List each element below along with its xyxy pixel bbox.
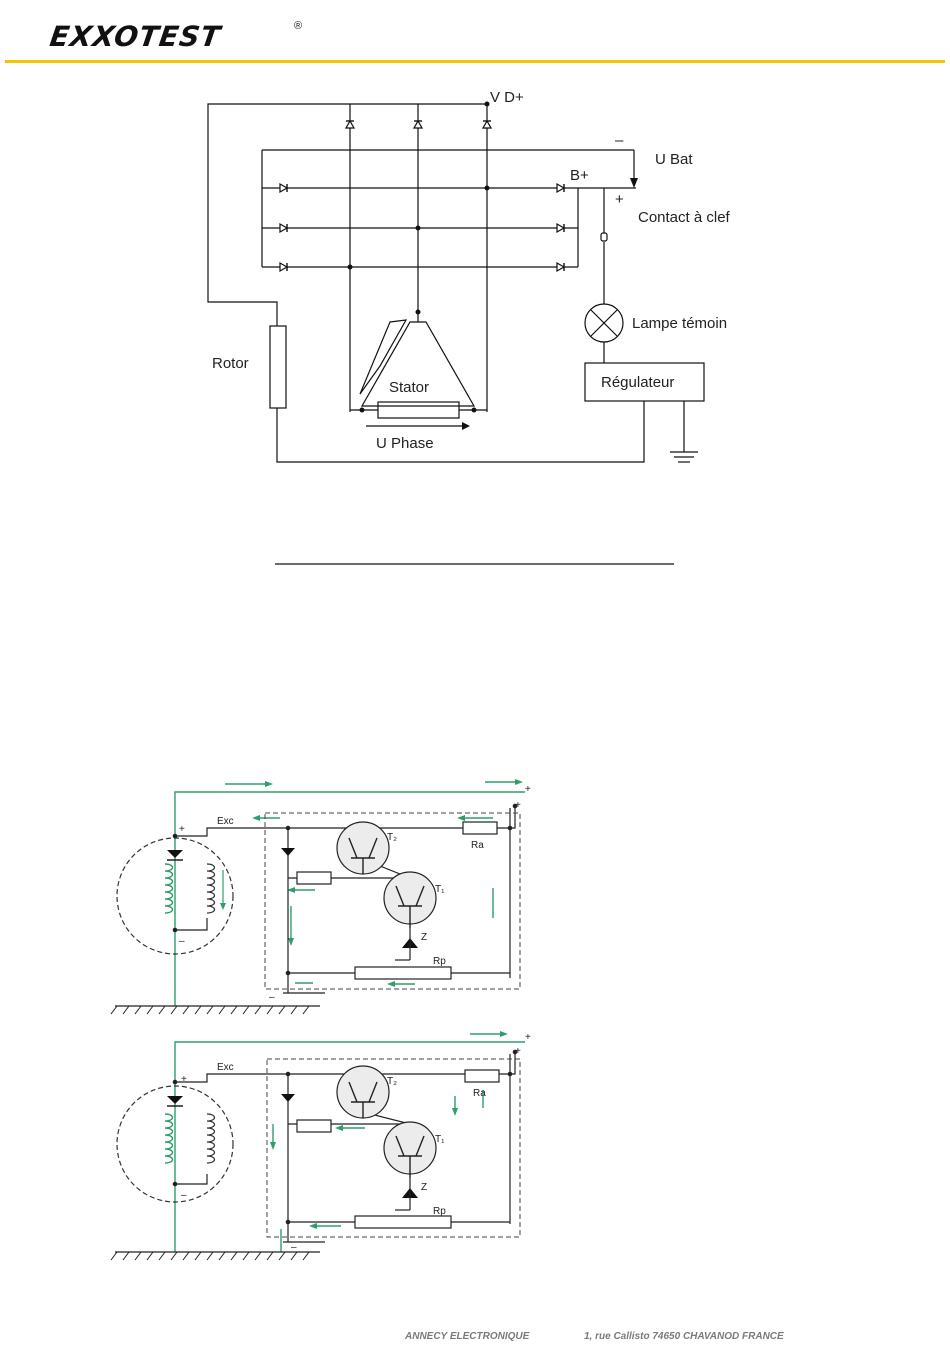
reg1-label-t2: T₂ xyxy=(387,832,397,843)
reg1-label-minus: – xyxy=(179,936,185,947)
reg1-label-ra: Ra xyxy=(471,840,484,851)
reg2-label-plus-inner: + xyxy=(515,1046,521,1057)
reg2-label-plus-top: + xyxy=(525,1032,531,1043)
reg2-label-ra: Ra xyxy=(473,1088,486,1099)
regulator-diagram-1: + + + – – Exc T₂ T₁ Z Ra Rp xyxy=(105,778,545,1018)
reg2-label-minus: – xyxy=(181,1190,187,1201)
reg2-label-minus-bottom: – xyxy=(291,1242,297,1253)
reg1-label-minus-bottom: – xyxy=(269,992,275,1003)
label-rotor: Rotor xyxy=(212,355,249,372)
reg2-label-plus: + xyxy=(181,1074,187,1085)
alternator-diagram: V D+ – U Bat B+ + Contact à clef Lampe t… xyxy=(0,0,950,600)
footer-company: ANNECY ELECTRONIQUE xyxy=(405,1331,529,1342)
reg1-label-exc: Exc xyxy=(217,816,234,827)
reg1-label-rp: Rp xyxy=(433,956,446,967)
label-minus: – xyxy=(615,132,624,149)
footer-address: 1, rue Callisto 74650 CHAVANOD FRANCE xyxy=(584,1331,784,1342)
label-lamp: Lampe témoin xyxy=(632,315,727,332)
reg2-label-z: Z xyxy=(421,1182,427,1193)
reg2-label-exc: Exc xyxy=(217,1062,234,1073)
reg1-label-z: Z xyxy=(421,932,427,943)
label-u-bat: U Bat xyxy=(655,151,693,168)
label-b-plus: B+ xyxy=(570,167,589,184)
label-stator: Stator xyxy=(389,379,429,396)
reg2-label-t1: T₁ xyxy=(435,1134,445,1145)
label-u-phase: U Phase xyxy=(376,435,434,452)
reg1-label-plus-inner: + xyxy=(515,800,521,811)
reg2-label-t2: T₂ xyxy=(387,1076,397,1087)
label-contact: Contact à clef xyxy=(638,209,731,226)
label-vd-plus: V D+ xyxy=(490,89,524,106)
label-plus: + xyxy=(615,191,624,208)
label-regulator: Régulateur xyxy=(601,374,674,391)
reg1-label-plus: + xyxy=(179,824,185,835)
regulator-diagram-2: + + + – – Exc T₂ T₁ Z Ra Rp xyxy=(105,1024,545,1264)
reg2-label-rp: Rp xyxy=(433,1206,446,1217)
reg1-label-plus-top: + xyxy=(525,784,531,795)
reg1-label-t1: T₁ xyxy=(435,884,445,895)
